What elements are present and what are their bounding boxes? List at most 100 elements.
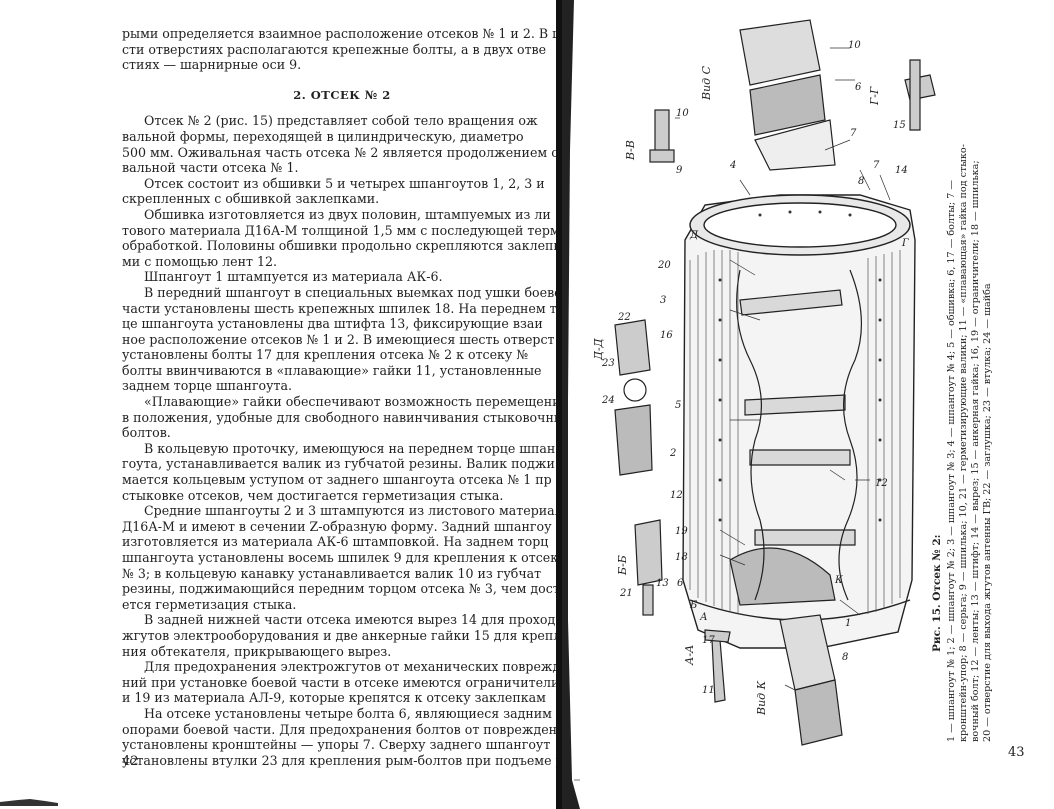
figure-caption-line-4: 20 — отверстие для выхода жгутов антенны…: [982, 283, 993, 742]
label-view-c: Вид С: [700, 65, 713, 100]
body-line: вальной формы, переходящей в цилиндричес…: [122, 128, 524, 144]
body-line: стыковке отсеков, чем достигается гермет…: [122, 487, 504, 503]
view-k-detail: [779, 614, 843, 746]
intro-line: рыми определяется взаимное расположение …: [122, 26, 558, 41]
callout-14: 14: [895, 165, 908, 176]
body-line: Д16А-М и имеют в сечении Z-образную форм…: [122, 518, 552, 534]
section-b6-detail: [634, 519, 663, 616]
figure-caption-line-3: вочный болт; 12 — ленты; 13 — штифт; 14 …: [970, 160, 981, 742]
body-line: ния обтекателя, прикрывающего вырез.: [122, 643, 392, 659]
left-page-text: рыми определяется взаимное расположение …: [122, 26, 558, 768]
intro-line: стиях — шарнирные оси 9.: [122, 57, 302, 73]
body-line: тового материала Д16А-М толщиной 1,5 мм …: [122, 222, 558, 238]
body-line: Отсек состоит из обшивки 5 и четырех шпа…: [144, 175, 545, 191]
body-line: Обшивка изготовляется из двух половин, ш…: [144, 206, 551, 222]
callout-10b: 10: [676, 108, 689, 119]
callout-6: 6: [855, 82, 862, 93]
callout-a: А: [700, 612, 708, 623]
body-line: заднем торце шпангоута.: [122, 378, 293, 394]
section-dd-detail: [614, 319, 653, 476]
body-line: На отсеке установлены четыре болта 6, яв…: [144, 705, 552, 721]
body-line: установлены втулки 23 для крепления рым-…: [122, 752, 558, 768]
body-line: В передний шпангоут в специальных выемка…: [144, 284, 558, 300]
body-line: 500 мм. Оживальная часть отсека № 2 явля…: [122, 144, 558, 160]
callout-13: 13: [656, 578, 669, 589]
body-line: шпангоута установлены восемь шпилек 9 дл…: [122, 550, 558, 565]
body-line: мается кольцевым уступом от заднего шпан…: [122, 472, 552, 488]
body-line: «Плавающие» гайки обеспечивают возможнос…: [144, 394, 558, 410]
label-section-gg: Г-Г: [868, 86, 881, 105]
callout-18: 18: [675, 552, 688, 563]
callout-17: 17: [702, 635, 715, 646]
cutaway-edge: [736, 269, 862, 601]
body-line: опорами боевой части. Для предохранения …: [122, 721, 558, 737]
body-line: Для предохранения электрожгутов от механ…: [144, 659, 558, 675]
body-line: жгутов электрооборудования и две анкерны…: [122, 627, 558, 643]
section-bb-detail: [649, 109, 675, 163]
label-section-dd: Д-Д: [592, 338, 605, 360]
body-line: В кольцевую проточку, имеющуюся на перед…: [144, 440, 556, 456]
body-line: ми с помощью лент 12.: [122, 253, 277, 269]
callout-7: 7: [850, 128, 857, 139]
callout-23: 23: [602, 358, 615, 369]
body-line: Шпангоут 1 штампуется из материала АК-6.: [144, 269, 443, 285]
callout-6b: 6: [677, 578, 684, 589]
callout-9: 9: [676, 165, 683, 176]
body-line: вальной части отсека № 1.: [122, 160, 299, 176]
book-spine: [556, 0, 580, 809]
callout-8b: 8: [842, 652, 849, 663]
callout-4: 4: [730, 160, 737, 171]
page-number-left: 42: [122, 754, 139, 769]
section-gg-detail: [904, 59, 936, 131]
leader-lines: [675, 47, 891, 691]
callout-d: Д: [690, 230, 699, 241]
page-edge-mark: [0, 799, 58, 806]
rivets: [718, 210, 882, 522]
body-line: гоута, устанавливается валик из губчатой…: [122, 456, 555, 472]
callout-2: 2: [670, 448, 677, 459]
section-aa-detail: [704, 629, 731, 703]
left-page: рыми определяется взаимное расположение …: [0, 26, 558, 806]
hatching: [689, 250, 901, 614]
callout-g: Г: [902, 238, 909, 249]
label-section-aa: А-А: [683, 644, 696, 665]
callout-15: 15: [893, 120, 906, 131]
callout-12: 12: [670, 490, 683, 501]
right-page: 10 6 7 15 10 9 4 8 7 14 Д 20 3 16 22 23 …: [580, 0, 1054, 809]
view-c-detail: [739, 19, 836, 171]
callout-b: Б: [690, 600, 698, 611]
body-line: скрепленных с обшивкой заклепками.: [122, 191, 380, 207]
callout-20: 20: [658, 260, 671, 271]
body-line: Отсек № 2 (рис. 15) представляет собой т…: [144, 113, 538, 129]
section-heading: 2. ОТСЕК № 2: [293, 87, 391, 102]
body-line: В задней нижней части отсека имеются выр…: [144, 612, 556, 628]
body-line: це шпангоута установлены два штифта 13, …: [122, 316, 543, 332]
body-line: в положения, удобные для свободного нави…: [122, 409, 558, 425]
callout-5: 5: [675, 400, 682, 411]
figure-caption-line-2: кронштейн-упор; 8 — серьга; 9 — шпилька;…: [958, 144, 969, 742]
inner-frames: [729, 289, 856, 606]
body-line: изготовляется из материала АК-6 штамповк…: [122, 534, 549, 550]
body-line: обработкой. Половины обшивки продольно с…: [122, 238, 558, 254]
label-view-k: Вид К: [755, 680, 768, 715]
callout-7b: 7: [873, 160, 880, 171]
body-line: болтов.: [122, 425, 171, 441]
body-line: части установлены шесть крепежных шпилек…: [122, 300, 558, 316]
callout-10: 10: [848, 40, 861, 51]
body-line: Средние шпангоуты 2 и 3 штампуются из ли…: [144, 503, 558, 519]
callout-11: 11: [702, 685, 715, 696]
callout-21: 21: [620, 588, 633, 599]
callout-12b: 12: [875, 478, 888, 489]
callout-22: 22: [618, 312, 631, 323]
callout-16: 16: [660, 330, 673, 341]
figure-caption-title: Рис. 15. Отсек № 2:: [931, 534, 943, 652]
intro-line: сти отверстиях располагаются крепежные б…: [122, 41, 547, 57]
body-line: установлены болты 17 для крепления отсек…: [122, 347, 529, 363]
callout-k: К: [835, 575, 843, 586]
figure-15-drawing: [614, 19, 936, 746]
body-line: ное расположение отсеков № 1 и 2. В имею…: [122, 331, 555, 347]
body-line: ется герметизация стыка.: [122, 596, 297, 612]
callout-3: 3: [660, 295, 667, 306]
body-line: ний при установке боевой части в отсеке …: [122, 674, 558, 690]
callout-8: 8: [858, 176, 865, 187]
